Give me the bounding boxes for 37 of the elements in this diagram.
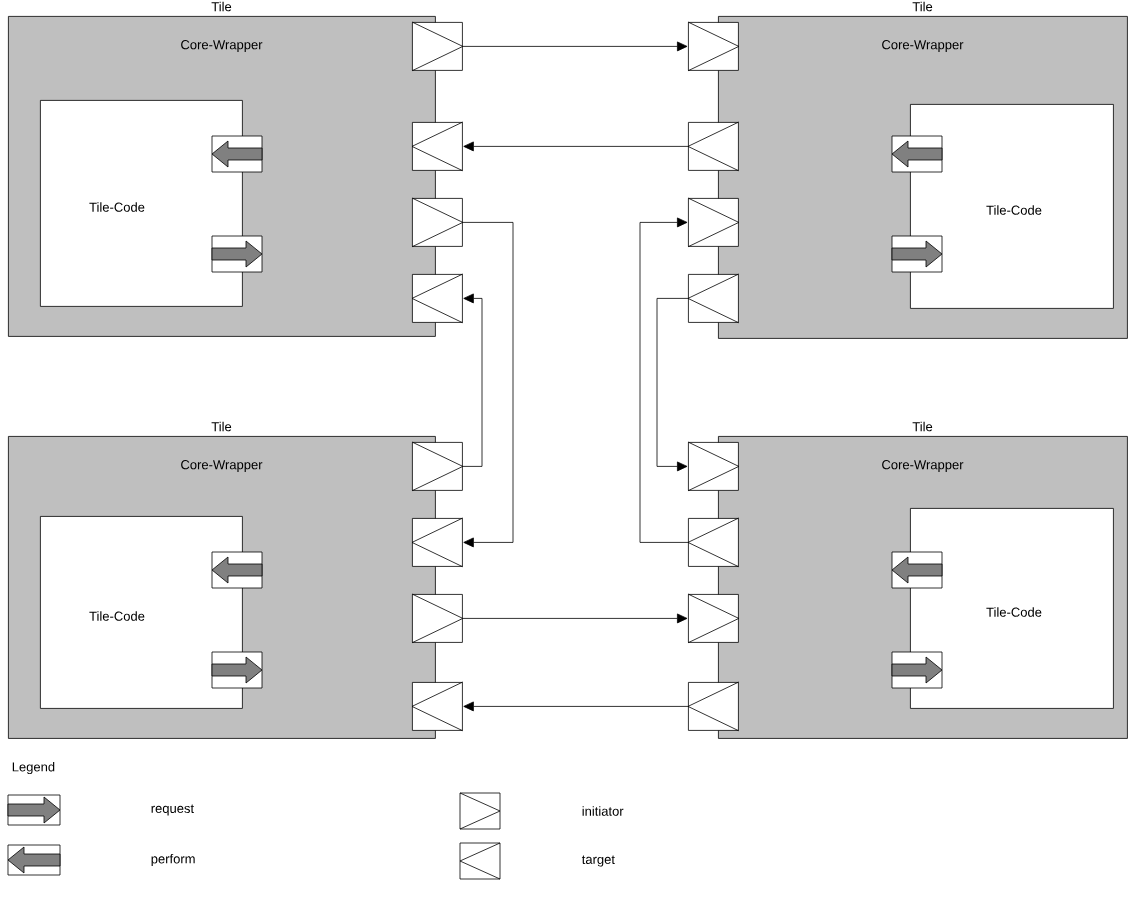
node-label: Tile xyxy=(912,1,933,12)
connector-arrow xyxy=(462,613,688,624)
legend-label: perform xyxy=(151,853,195,867)
port-box xyxy=(687,21,740,72)
code-box: Tile-Code xyxy=(40,100,243,307)
legend-label: target xyxy=(581,855,615,867)
connector-arrow xyxy=(639,217,689,543)
connector-arrow xyxy=(462,293,483,467)
code-box: Tile-Code xyxy=(910,104,1114,309)
port-box xyxy=(687,593,740,644)
port-box xyxy=(411,441,464,492)
port-box xyxy=(687,197,740,248)
port-box xyxy=(687,681,740,732)
port-box xyxy=(411,681,464,732)
node-label: Tile xyxy=(211,421,232,432)
connector-arrow xyxy=(462,41,688,52)
code-box: Tile-Code xyxy=(910,508,1114,709)
code-box: Tile-Code xyxy=(40,516,243,709)
port-box xyxy=(687,517,740,568)
port-box xyxy=(411,121,464,172)
node-label: Tile xyxy=(912,421,933,432)
port-box xyxy=(411,517,464,568)
connector-arrow xyxy=(656,298,689,472)
connector-arrow xyxy=(462,222,514,548)
port-box xyxy=(687,121,740,172)
port-box xyxy=(411,21,464,72)
connector-arrow xyxy=(463,141,689,152)
legend-heading: Legend xyxy=(12,761,55,775)
port-box xyxy=(687,441,740,492)
legend-label: initiator xyxy=(582,806,624,816)
connector-arrow xyxy=(463,701,689,712)
port-box xyxy=(411,197,464,248)
legend-label: request xyxy=(151,804,194,816)
port-box xyxy=(411,273,464,324)
node-label: Tile xyxy=(211,1,232,12)
port-box xyxy=(687,273,740,324)
port-box xyxy=(411,593,464,644)
